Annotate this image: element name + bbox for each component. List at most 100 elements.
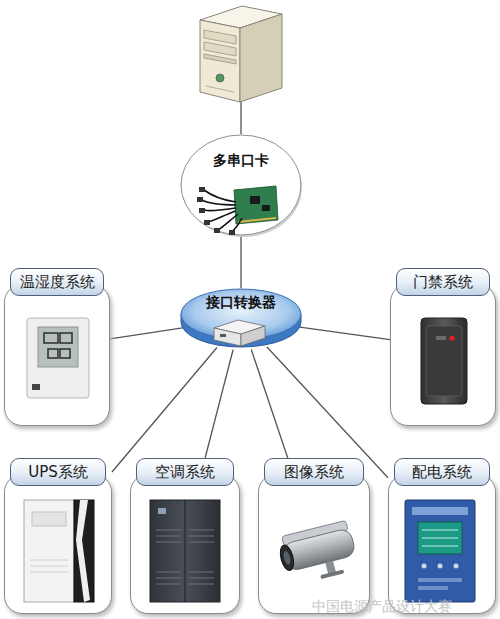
air-conditioner-icon-part — [189, 530, 214, 531]
air-conditioner-icon-part — [156, 530, 181, 531]
converter-box-icon-part — [214, 328, 241, 346]
ellipse-outline — [180, 134, 302, 236]
thermostat-icon-part — [60, 349, 70, 358]
air-conditioner-icon — [150, 500, 220, 602]
box-heading-tab: 配电系统 — [394, 458, 490, 486]
power-panel-icon-part — [405, 500, 475, 602]
serial-card-icon-part — [197, 197, 203, 202]
server-icon — [200, 6, 282, 102]
converter-box-icon-part — [214, 320, 265, 334]
box-body — [4, 284, 110, 426]
box-heading-tab: 温湿度系统 — [10, 268, 104, 296]
server-icon-part — [204, 30, 236, 44]
serial-card-icon-part — [250, 196, 260, 204]
camera-icon — [276, 520, 360, 587]
node-label: 配电系统 — [395, 459, 489, 485]
air-conditioner-icon-part — [156, 536, 181, 537]
power-panel-icon-part — [438, 564, 443, 569]
converter-box-icon-part — [220, 334, 226, 337]
air-conditioner-icon-part — [156, 578, 181, 579]
power-panel-icon-part — [422, 530, 458, 531]
thermostat-icon-part — [44, 333, 58, 343]
system-box: 温湿度系统 — [4, 268, 110, 426]
serial-card-icon — [197, 186, 278, 235]
serial-card-icon-part — [234, 186, 278, 224]
ups-cabinet-icon-part — [74, 500, 94, 602]
thermostat-icon — [27, 318, 89, 398]
serial-card-icon-part — [214, 228, 220, 233]
server-icon-part — [206, 86, 234, 92]
box-heading-tab: 门禁系统 — [396, 268, 490, 296]
serial-card-icon-part — [232, 218, 242, 232]
thermostat-icon-part — [38, 327, 78, 367]
camera-icon-part — [325, 561, 336, 575]
camera-icon-part — [282, 520, 348, 546]
connector-line — [205, 350, 233, 458]
box-body — [4, 474, 112, 614]
server-icon-part — [204, 54, 236, 64]
air-conditioner-icon-part — [189, 584, 214, 585]
air-conditioner-icon-part — [156, 542, 181, 543]
power-panel-icon-part — [412, 507, 468, 515]
power-panel-icon — [405, 500, 475, 602]
disk-top — [181, 289, 301, 339]
thermostat-icon-part — [60, 333, 72, 343]
connector-line — [110, 328, 183, 339]
air-conditioner-icon-part — [185, 500, 186, 602]
ups-cabinet-icon-part — [30, 560, 68, 561]
shape-text-holder: 多串口卡 — [180, 152, 302, 170]
shape-text-holder: 接口转换器 — [180, 294, 302, 312]
node-label: 接口转换器 — [180, 294, 302, 312]
server-wire-part — [240, 100, 241, 134]
power-panel-icon-part — [422, 564, 427, 569]
ups-cabinet-icon-part — [76, 500, 90, 602]
serial-card-icon-part — [204, 190, 236, 202]
thermostat-icon-part — [27, 318, 89, 398]
air-conditioner-icon-part — [189, 536, 214, 537]
serial-card-icon-part — [238, 218, 276, 222]
card-reader-icon-part — [426, 326, 462, 396]
thermostat-icon-part — [32, 384, 40, 390]
air-conditioner-icon-part — [150, 500, 220, 602]
air-conditioner-icon-part — [189, 572, 214, 573]
box-body — [258, 474, 370, 614]
box-heading-tab: 图像系统 — [264, 458, 364, 486]
serial-card-icon-part — [262, 205, 270, 211]
box-body — [390, 284, 496, 426]
camera-icon-part — [320, 569, 344, 579]
serial-card-icon-part — [204, 208, 236, 211]
box-heading-tab: UPS系统 — [10, 458, 106, 486]
node-label: UPS系统 — [11, 459, 105, 485]
server-icon-part — [200, 20, 240, 102]
thermostat-icon-part — [48, 349, 58, 358]
connector-line — [300, 327, 390, 339]
server-wire — [241, 100, 242, 134]
ellipse-outline — [181, 135, 301, 235]
system-box: 图像系统 — [258, 458, 370, 614]
card-reader-icon-part — [449, 335, 454, 340]
system-box: 门禁系统 — [390, 268, 496, 426]
ups-cabinet-icon-part — [30, 566, 68, 567]
connector-line — [240, 236, 241, 288]
serial-card-icon-part — [199, 208, 205, 213]
node-label: 温湿度系统 — [11, 269, 103, 295]
box-heading-tab: 空调系统 — [136, 458, 234, 486]
box-body — [130, 474, 240, 614]
serial-card-icon-part — [199, 187, 205, 192]
air-conditioner-icon-part — [158, 508, 166, 514]
camera-icon-part — [282, 550, 291, 565]
node-label: 空调系统 — [137, 459, 233, 485]
serial-card-icon-part — [218, 214, 238, 230]
system-box: 配电系统 — [388, 458, 496, 614]
server-icon-part — [216, 74, 224, 82]
camera-icon-part — [282, 528, 357, 572]
server-icon-part — [240, 14, 282, 102]
power-panel-icon-part — [422, 546, 458, 547]
converter-disk: 接口转换器 — [180, 288, 302, 350]
converter-box-icon — [214, 320, 265, 346]
ups-cabinet-icon — [24, 500, 94, 602]
system-box: 空调系统 — [130, 458, 240, 614]
ups-cabinet-icon-part — [30, 572, 68, 573]
serial-card-icon-part — [202, 200, 236, 205]
